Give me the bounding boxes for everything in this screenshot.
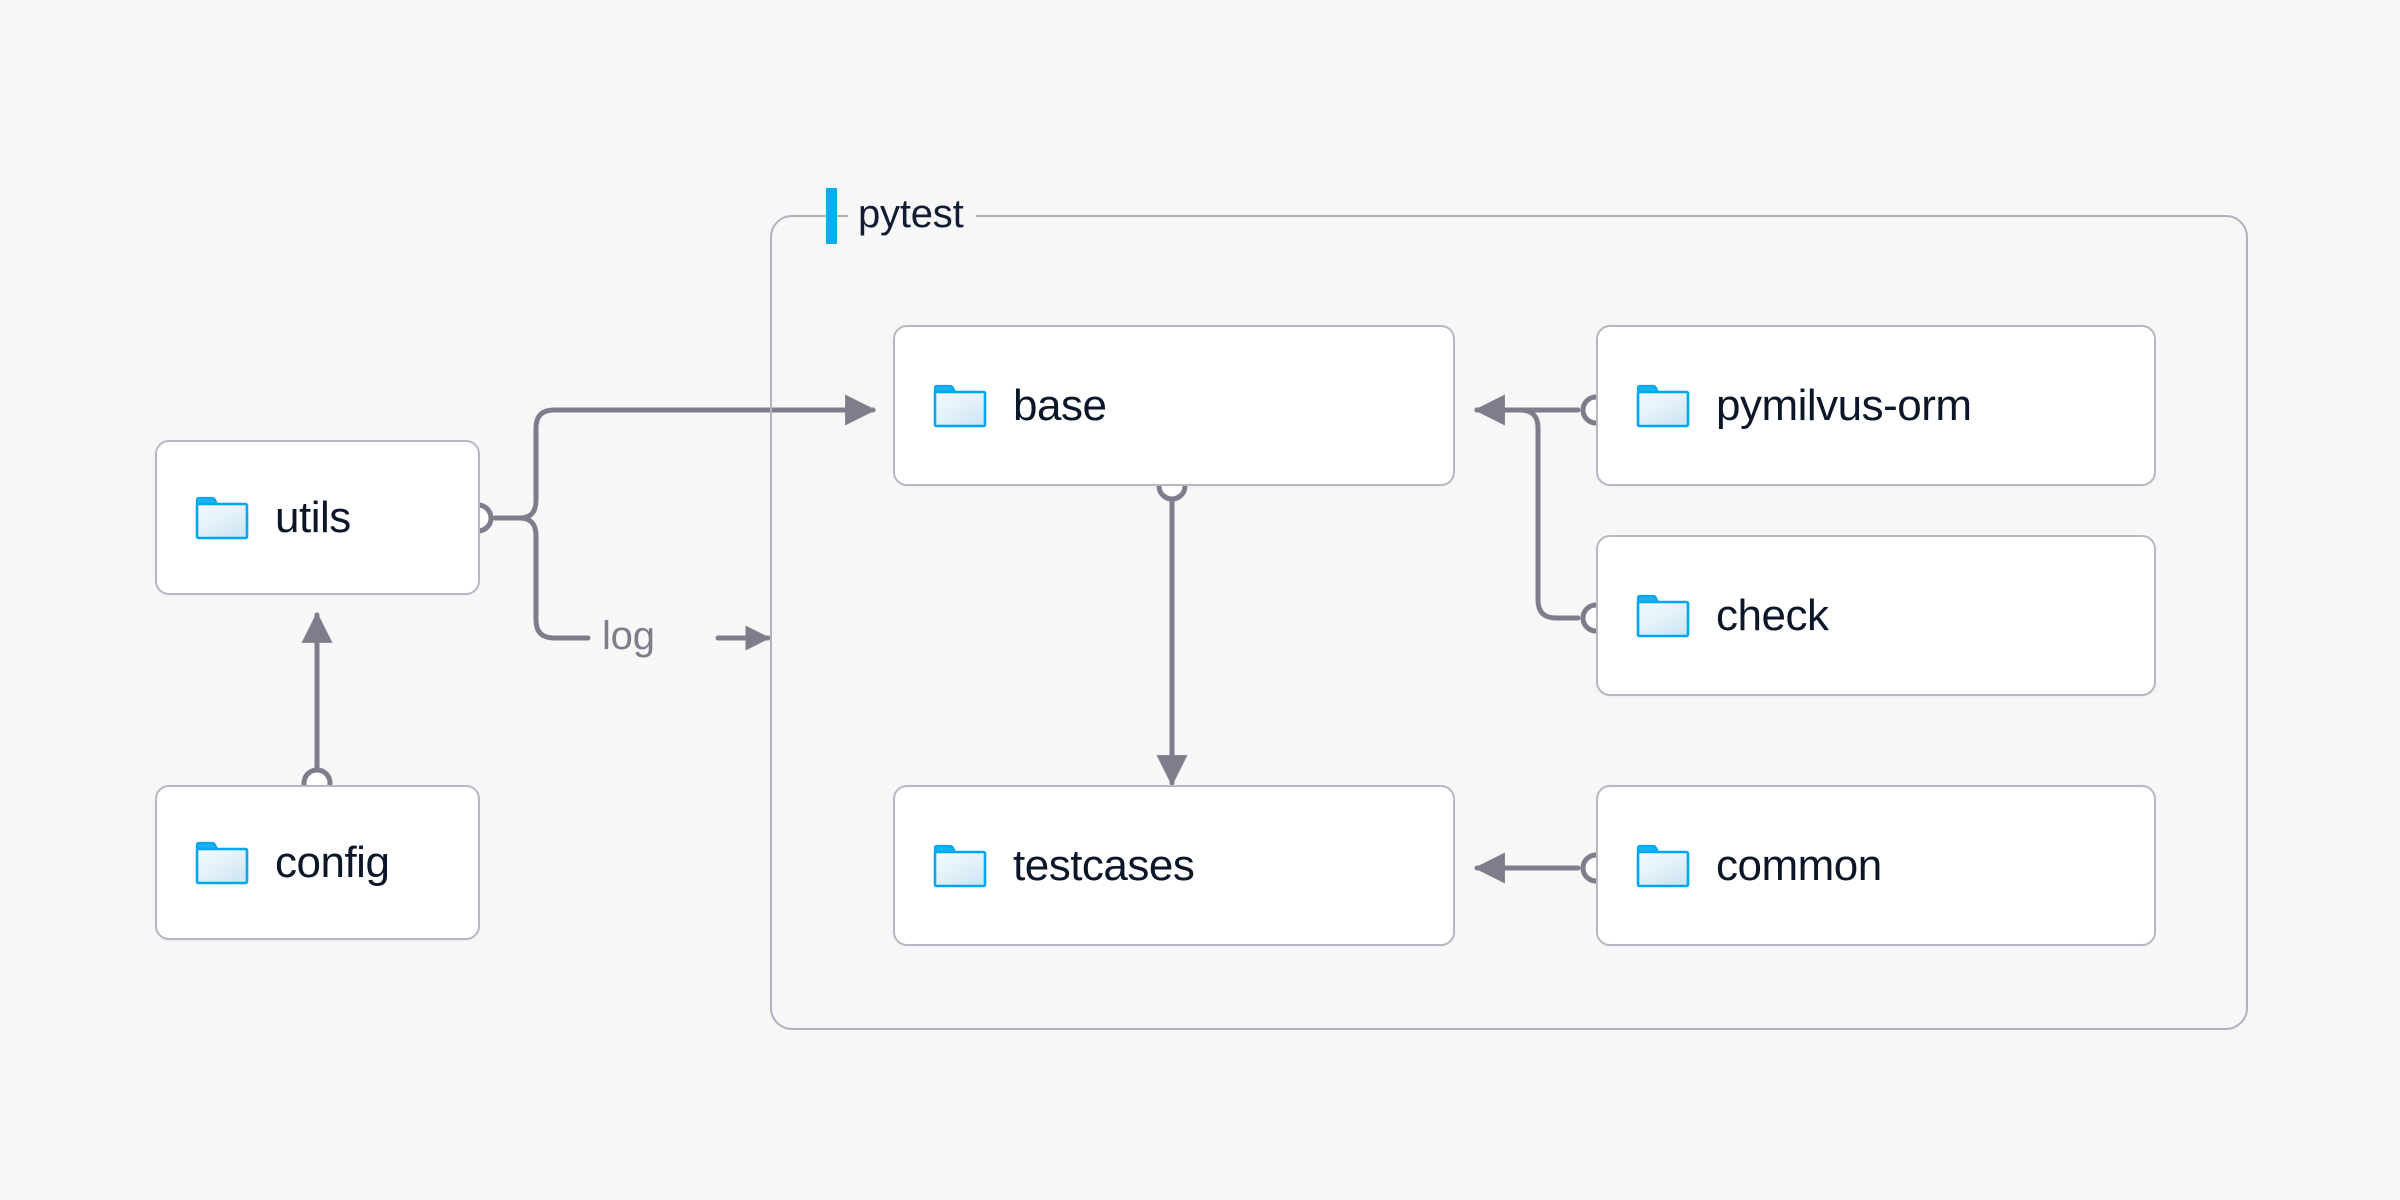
node-base[interactable]: base (893, 325, 1455, 486)
node-utils[interactable]: utils (155, 440, 480, 595)
node-pymilvus-orm[interactable]: pymilvus-orm (1596, 325, 2156, 486)
folder-icon (1636, 594, 1690, 637)
node-label-testcases: testcases (1013, 840, 1195, 890)
folder-icon (195, 496, 249, 539)
node-common[interactable]: common (1596, 785, 2156, 946)
node-label-utils: utils (275, 492, 351, 542)
node-label-config: config (275, 837, 390, 887)
group-accent-bar (826, 188, 837, 244)
node-check[interactable]: check (1596, 535, 2156, 696)
node-label-base: base (1013, 380, 1107, 430)
group-label-pytest: pytest (848, 194, 976, 234)
node-config[interactable]: config (155, 785, 480, 940)
node-testcases[interactable]: testcases (893, 785, 1455, 946)
folder-icon (1636, 844, 1690, 887)
node-label-pymilvus-orm: pymilvus-orm (1716, 380, 1972, 430)
node-label-check: check (1716, 590, 1829, 640)
group-pytest[interactable] (770, 215, 2248, 1030)
folder-icon (933, 844, 987, 887)
folder-icon (1636, 384, 1690, 427)
node-label-common: common (1716, 840, 1882, 890)
folder-icon (195, 841, 249, 884)
folder-icon (933, 384, 987, 427)
edge-label-log: log (602, 614, 655, 658)
edge-utils-to-log (517, 515, 591, 641)
